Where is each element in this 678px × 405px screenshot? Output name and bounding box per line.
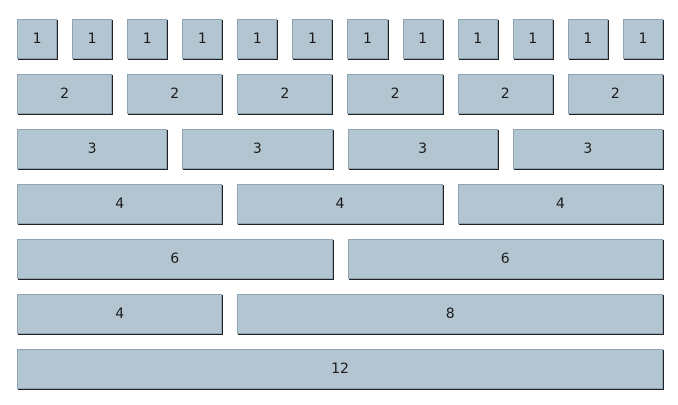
grid-cell-span-1: 1 (292, 19, 333, 59)
grid-cell-span-2: 2 (567, 74, 663, 114)
grid-cell-span-3: 3 (512, 129, 663, 169)
grid-cell-span-1: 1 (457, 19, 498, 59)
grid-cell-span-2: 2 (457, 74, 553, 114)
grid-cell-span-1: 1 (347, 19, 388, 59)
grid-cell-span-2: 2 (17, 74, 113, 114)
grid-cell-span-3: 3 (347, 129, 498, 169)
grid-cell-span-1: 1 (72, 19, 113, 59)
grid-cell-span-4: 4 (237, 184, 443, 224)
grid-cell-span-2: 2 (127, 74, 223, 114)
grid-cell-span-1: 1 (567, 19, 608, 59)
grid-cell-span-1: 1 (402, 19, 443, 59)
grid-cell-span-3: 3 (17, 129, 168, 169)
grid-cell-span-2: 2 (237, 74, 333, 114)
grid-cell-span-4: 4 (457, 184, 663, 224)
grid-cell-span-1: 1 (237, 19, 278, 59)
grid-cell-span-1: 1 (182, 19, 223, 59)
grid-row-12: 12 (17, 349, 663, 389)
grid-cell-span-6: 6 (17, 239, 333, 279)
grid-cell-span-1: 1 (512, 19, 553, 59)
grid-cell-span-12: 12 (17, 349, 663, 389)
grid-cell-span-4: 4 (17, 184, 223, 224)
grid-cell-span-3: 3 (182, 129, 333, 169)
grid-cell-span-8: 8 (237, 294, 663, 334)
grid-cell-span-2: 2 (347, 74, 443, 114)
grid-cell-span-1: 1 (17, 19, 58, 59)
grid-cell-span-1: 1 (127, 19, 168, 59)
grid-cell-span-4: 4 (17, 294, 223, 334)
grid-cell-span-6: 6 (347, 239, 663, 279)
grid-cell-span-1: 1 (622, 19, 663, 59)
